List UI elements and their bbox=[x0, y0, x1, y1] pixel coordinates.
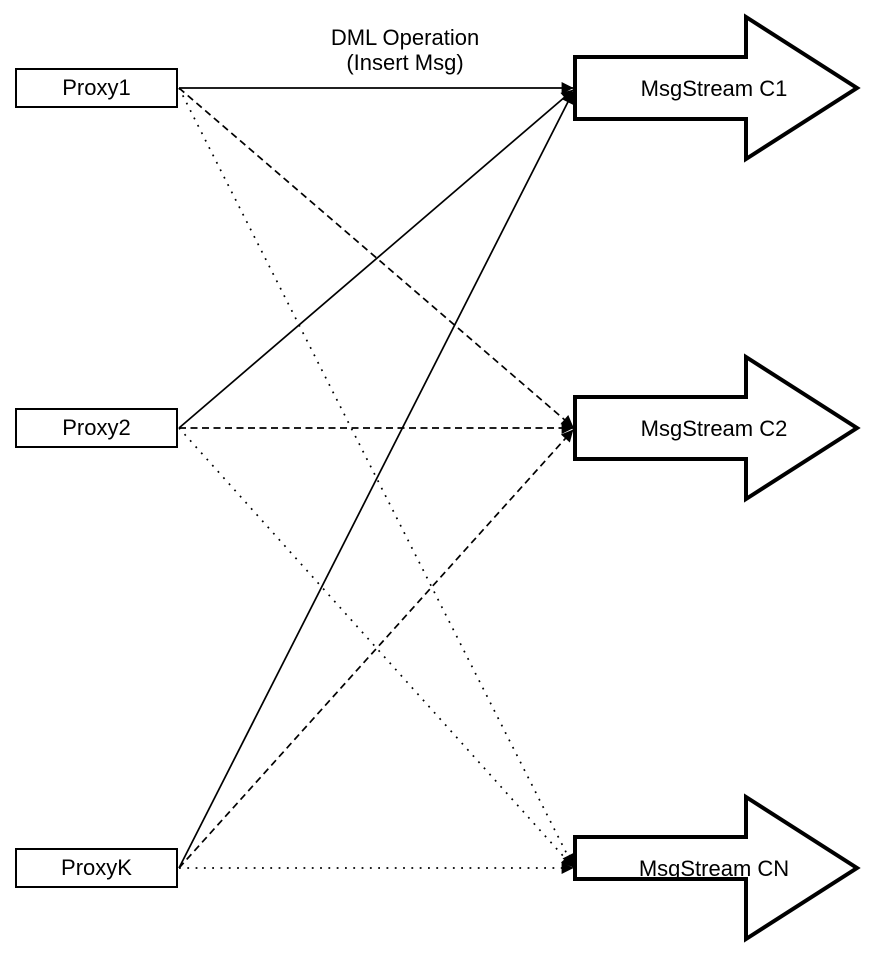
diagram-title: DML Operation (Insert Msg) bbox=[331, 25, 479, 75]
edge-proxyk-msgstream-c1 bbox=[178, 91, 574, 869]
node-proxy2-label: Proxy2 bbox=[62, 415, 131, 440]
msgstream-cn-label: MsgStream CN bbox=[638, 856, 790, 881]
node-proxyk: ProxyK bbox=[15, 848, 178, 888]
msgstream-c2-block-arrow-icon bbox=[573, 353, 861, 503]
node-proxy2: Proxy2 bbox=[15, 408, 178, 448]
diagram-title-line2: (Insert Msg) bbox=[346, 50, 464, 75]
edge-proxyk-msgstream-c2 bbox=[178, 429, 574, 869]
node-proxy1-label: Proxy1 bbox=[62, 75, 131, 100]
msgstream-c1-label: MsgStream C1 bbox=[640, 76, 788, 101]
edge-proxy1-msgstream-c2 bbox=[178, 87, 574, 428]
msgstream-c2-label: MsgStream C2 bbox=[640, 416, 788, 441]
node-proxyk-label: ProxyK bbox=[61, 855, 132, 880]
edge-proxy2-msgstream-c1 bbox=[178, 89, 574, 429]
msgstream-cn-block-arrow-icon bbox=[573, 793, 861, 943]
msgstream-c1-block-arrow-icon bbox=[573, 13, 861, 163]
node-proxy1: Proxy1 bbox=[15, 68, 178, 108]
edge-proxy1-msgstream-cn bbox=[178, 87, 574, 867]
edge-proxy2-msgstream-cn bbox=[178, 427, 574, 868]
diagram-title-line1: DML Operation bbox=[330, 25, 480, 50]
